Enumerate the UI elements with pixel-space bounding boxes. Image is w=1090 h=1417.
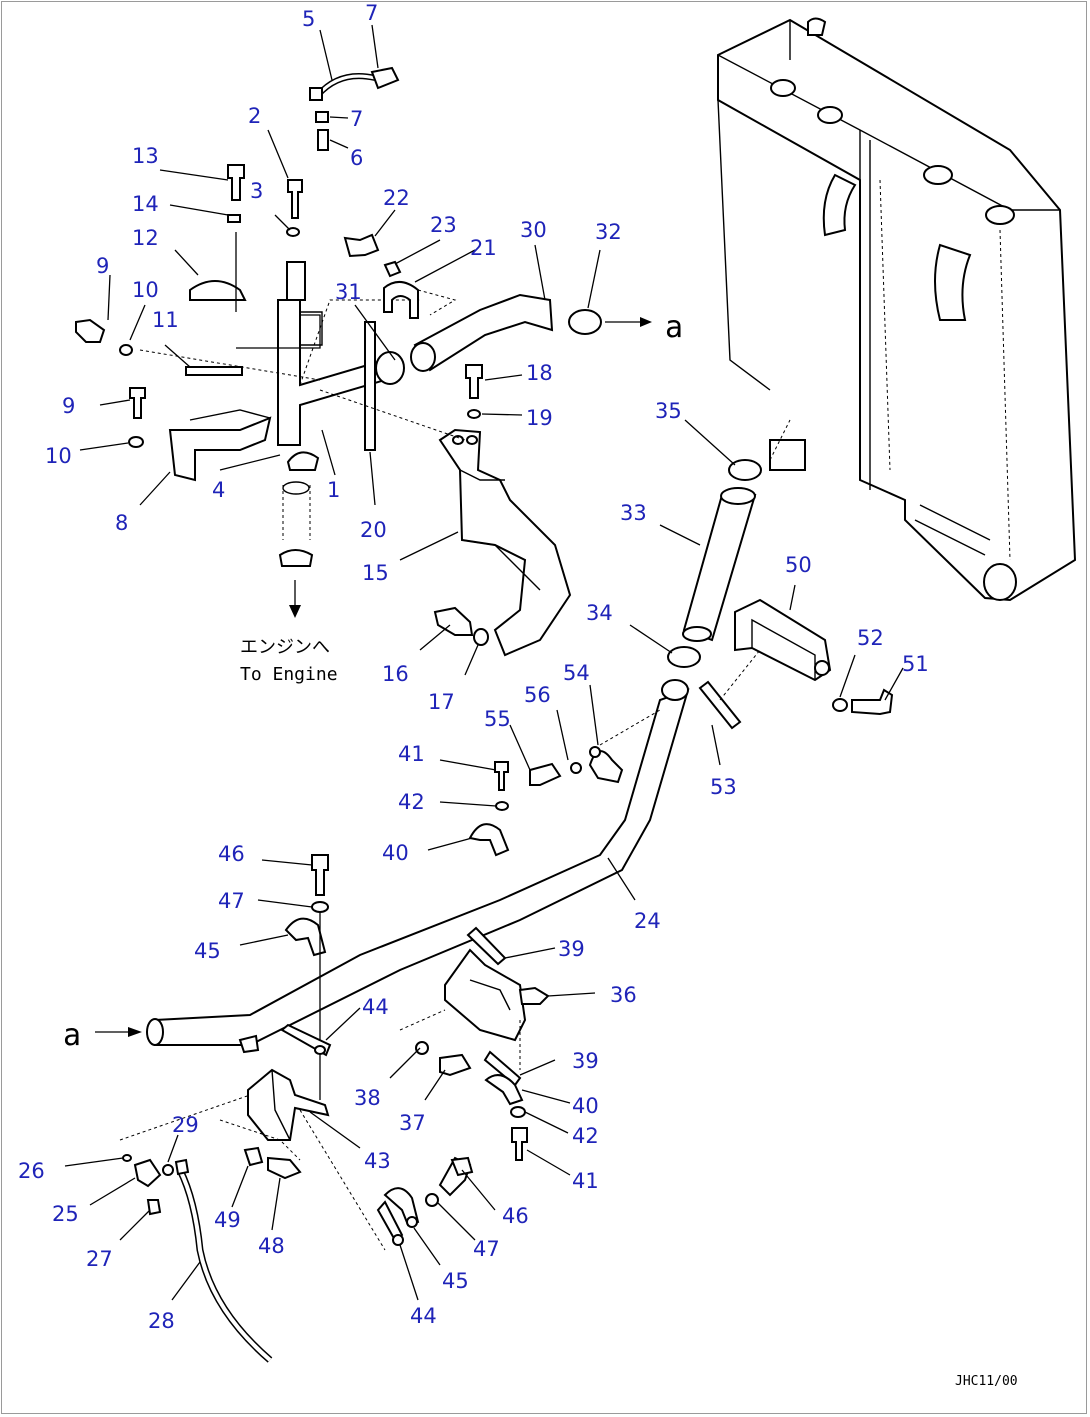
callout-55: 55: [484, 707, 511, 731]
callout-2: 2: [248, 104, 261, 128]
callout-8: 8: [115, 511, 128, 535]
callout-26: 26: [18, 1159, 45, 1183]
callout-42: 42: [572, 1124, 599, 1148]
callout-5: 5: [302, 7, 315, 31]
callout-9: 9: [62, 394, 75, 418]
callout-39: 39: [572, 1049, 599, 1073]
callout-10: 10: [132, 278, 159, 302]
callout-33: 33: [620, 501, 647, 525]
callout-39: 39: [558, 937, 585, 961]
callout-53: 53: [710, 775, 737, 799]
callout-44: 44: [410, 1304, 437, 1328]
callout-50: 50: [785, 553, 812, 577]
callout-16: 16: [382, 662, 409, 686]
callout-28: 28: [148, 1309, 175, 1333]
lower-clamp-assembly: [376, 1156, 474, 1246]
callout-23: 23: [430, 213, 457, 237]
clamp-40-upper: [468, 761, 510, 857]
callout-45: 45: [194, 939, 221, 963]
callout-1: 1: [327, 478, 340, 502]
callout-34: 34: [586, 601, 613, 625]
callout-32: 32: [595, 220, 622, 244]
callout-18: 18: [526, 361, 553, 385]
callout-3: 3: [250, 179, 263, 203]
callout-9: 9: [96, 254, 109, 278]
callout-42: 42: [398, 790, 425, 814]
bracket-43-assembly: [119, 1068, 386, 1251]
clamp-54-assembly: [529, 709, 661, 786]
callout-29: 29: [172, 1113, 199, 1137]
callout-45: 45: [442, 1269, 469, 1293]
engine-note-jp: エンジンへ: [240, 637, 330, 658]
callout-22: 22: [383, 186, 410, 210]
callout-25: 25: [52, 1202, 79, 1226]
callout-31: 31: [335, 280, 362, 304]
connector-label-left: a: [63, 1018, 81, 1053]
callout-14: 14: [132, 192, 159, 216]
callout-20: 20: [360, 518, 387, 542]
callout-49: 49: [214, 1208, 241, 1232]
callout-37: 37: [399, 1111, 426, 1135]
callout-21: 21: [470, 236, 497, 260]
callout-7: 7: [365, 1, 378, 25]
callout-15: 15: [362, 561, 389, 585]
callout-47: 47: [473, 1237, 500, 1261]
callout-36: 36: [610, 983, 637, 1007]
callout-46: 46: [502, 1204, 529, 1228]
leader-lines: [64, 24, 904, 1301]
callout-4: 4: [212, 478, 225, 502]
callout-13: 13: [132, 144, 159, 168]
bracket-36-assembly: [399, 926, 550, 1161]
engine-note-en: To Engine: [240, 664, 338, 685]
callout-41: 41: [572, 1169, 599, 1193]
callout-52: 52: [857, 626, 884, 650]
callout-27: 27: [86, 1247, 113, 1271]
callout-11: 11: [152, 308, 179, 332]
callout-30: 30: [520, 218, 547, 242]
hose-33-assembly: [667, 419, 791, 668]
callout-41: 41: [398, 742, 425, 766]
callout-17: 17: [428, 690, 455, 714]
callout-56: 56: [524, 683, 551, 707]
callout-6: 6: [350, 146, 363, 170]
callout-24: 24: [634, 909, 661, 933]
callout-40: 40: [382, 841, 409, 865]
callout-19: 19: [526, 406, 553, 430]
callout-43: 43: [364, 1149, 391, 1173]
callout-35: 35: [655, 399, 682, 423]
hose-5-assembly: [309, 66, 400, 151]
connector-label-right: a: [665, 310, 683, 345]
callout-40: 40: [572, 1094, 599, 1118]
callout-47: 47: [218, 889, 245, 913]
callout-12: 12: [132, 226, 159, 250]
radiator-assembly: [717, 17, 1077, 602]
callout-54: 54: [563, 661, 590, 685]
callout-46: 46: [218, 842, 245, 866]
callout-44: 44: [362, 995, 389, 1019]
bracket-15-assembly: [319, 364, 572, 657]
pipe-24: [95, 679, 690, 1054]
clamp-45-upper: [280, 854, 332, 1100]
drain-hose-28: [122, 1154, 273, 1363]
bracket-50-assembly: [698, 598, 894, 730]
callout-10: 10: [45, 444, 72, 468]
upper-pipe-assembly: [75, 164, 420, 618]
callout-7: 7: [350, 107, 363, 131]
drawing-code: JHC11/00: [955, 1374, 1018, 1389]
callouts: 5 7 7 6 2 13 3 14 22 23 30 32 21 12 9 10…: [18, 1, 929, 1333]
callout-51: 51: [902, 652, 929, 676]
hose-30-assembly: [343, 233, 652, 385]
callout-38: 38: [354, 1086, 381, 1110]
callout-48: 48: [258, 1234, 285, 1258]
